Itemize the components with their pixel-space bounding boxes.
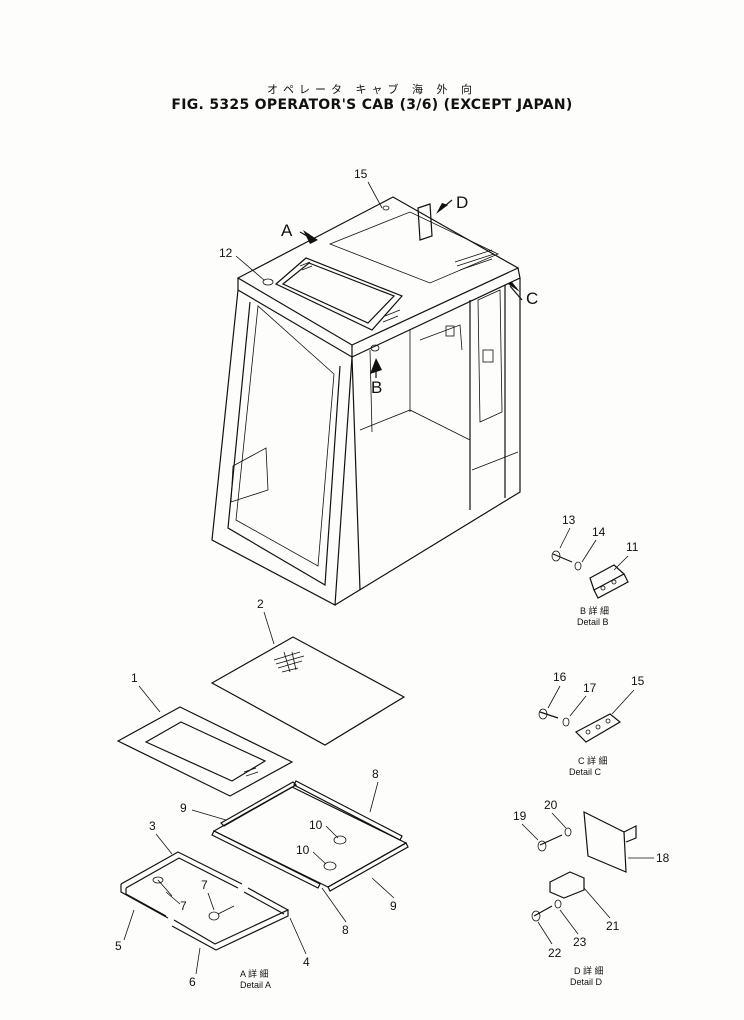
- view-label-b: B: [371, 378, 382, 397]
- callout-8-top: 8: [372, 767, 379, 781]
- detail-c-plate: [538, 708, 622, 743]
- callout-17: 17: [583, 681, 597, 695]
- callout-2: 2: [257, 597, 264, 611]
- cab-frame: [211, 196, 521, 606]
- detail-a-seal-frame: [120, 851, 289, 951]
- detail-a-caption-en: Detail A: [240, 980, 271, 990]
- callout-9-left: 9: [180, 801, 187, 815]
- callout-19: 19: [513, 809, 527, 823]
- detail-c-caption-en: Detail C: [569, 767, 602, 777]
- view-arrows: [299, 199, 523, 378]
- callout-9-right: 9: [390, 899, 397, 913]
- callout-12: 12: [219, 246, 233, 260]
- detail-d-bracket: [531, 810, 637, 922]
- callout-5: 5: [115, 939, 122, 953]
- hatch-frame-part-1: [116, 706, 294, 797]
- callout-7-left: 7: [180, 899, 187, 913]
- callout-10-top: 10: [309, 818, 323, 832]
- title-japanese: オペレータ キャブ 海 外 向: [267, 83, 477, 96]
- detail-d-caption-en: Detail D: [570, 977, 603, 987]
- callout-11: 11: [626, 540, 639, 554]
- callout-21: 21: [606, 919, 620, 933]
- detail-b-bracket: [551, 550, 629, 599]
- callout-22: 22: [548, 946, 562, 960]
- callout-8-bottom: 8: [342, 923, 349, 937]
- view-label-c: C: [526, 289, 538, 308]
- callout-14: 14: [592, 525, 606, 539]
- callout-1: 1: [131, 671, 138, 685]
- cover-plate-parts-8-9-10: [211, 780, 409, 892]
- roof-plate-part-2: [210, 636, 406, 746]
- callout-20: 20: [544, 798, 558, 812]
- callout-15-detail: 15: [631, 674, 645, 688]
- callout-15: 15: [354, 167, 368, 181]
- figure-title: FIG. 5325 OPERATOR'S CAB (3/6) (EXCEPT J…: [171, 97, 573, 113]
- callout-3: 3: [149, 819, 156, 833]
- callout-10-bottom: 10: [296, 843, 310, 857]
- callout-4: 4: [303, 955, 310, 969]
- callout-23: 23: [573, 935, 587, 949]
- callout-18: 18: [656, 851, 670, 865]
- detail-c-caption-jp: C 詳 細: [578, 755, 608, 766]
- detail-a-caption-jp: A 詳 細: [240, 968, 269, 979]
- detail-b-caption-jp: B 詳 細: [580, 605, 609, 616]
- view-label-d: D: [456, 193, 468, 212]
- view-label-a: A: [281, 221, 293, 240]
- callout-6: 6: [189, 975, 196, 989]
- detail-d-caption-jp: D 詳 細: [574, 965, 604, 976]
- detail-b-caption-en: Detail B: [577, 617, 609, 627]
- callout-13: 13: [562, 513, 576, 527]
- callout-16: 16: [553, 670, 567, 684]
- callout-7-right: 7: [201, 878, 208, 892]
